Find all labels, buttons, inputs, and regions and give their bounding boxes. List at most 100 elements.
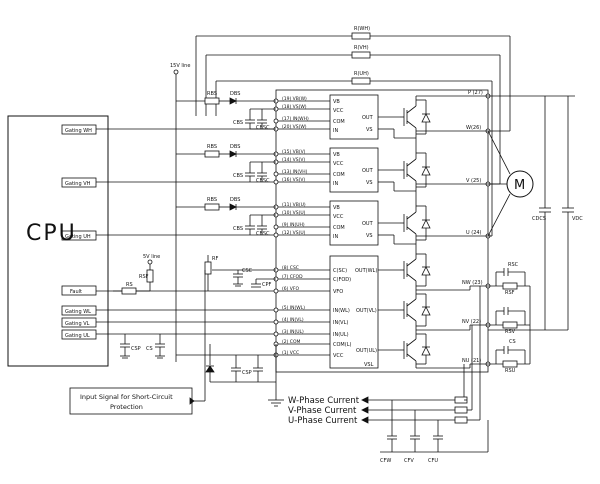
svg-text:NU (21): NU (21) xyxy=(462,358,481,364)
svg-text:(10) VS(U): (10) VS(U) xyxy=(282,210,306,216)
cfu-label: CFU xyxy=(428,458,438,464)
svg-text:(15) VB(V): (15) VB(V) xyxy=(282,149,306,155)
svg-text:VFO: VFO xyxy=(333,289,343,295)
rsf-left-label: RSF xyxy=(139,274,149,280)
svg-text:P (27): P (27) xyxy=(468,90,483,96)
shunt-network xyxy=(463,268,531,420)
gating-uh-label: Gating UH xyxy=(65,234,91,240)
cpu-block xyxy=(7,115,109,367)
cbs3-label: CBS xyxy=(233,226,243,232)
rsv-label: RSV xyxy=(505,329,516,335)
igbt-stack xyxy=(400,96,431,368)
fault-network xyxy=(113,255,284,407)
svg-text:VSL: VSL xyxy=(364,362,374,368)
cbs1-label: CBS xyxy=(233,120,243,126)
gating-vl-box xyxy=(61,317,97,328)
svg-text:IN: IN xyxy=(333,181,338,187)
igbt-wl xyxy=(400,250,431,290)
svg-text:(11) VB(U): (11) VB(U) xyxy=(282,202,306,208)
svg-text:(3) IN(UL): (3) IN(UL) xyxy=(282,329,304,335)
svg-text:(17) IN(WH): (17) IN(WH) xyxy=(282,116,309,122)
svg-text:OUT(VL): OUT(VL) xyxy=(356,308,377,314)
cdcs-label: CDCS xyxy=(532,216,546,222)
input-signal-line2: Protection xyxy=(110,403,143,411)
left-pin-stubs xyxy=(276,100,330,356)
igbt-uh xyxy=(400,202,431,244)
gating-ul-box xyxy=(61,329,97,340)
bootstrap-caps xyxy=(245,108,276,235)
csc-label: CSC xyxy=(242,268,253,274)
svg-text:U (24): U (24) xyxy=(466,230,482,236)
current-outputs xyxy=(361,396,489,453)
svg-text:(16) VS(V): (16) VS(V) xyxy=(282,177,305,183)
svg-text:IN: IN xyxy=(333,128,338,134)
v-phase-current: V-Phase Current xyxy=(288,406,357,416)
svg-text:OUT: OUT xyxy=(362,168,374,174)
svg-text:(2) COM: (2) COM xyxy=(282,339,300,345)
line-15v-label: 15V line xyxy=(170,63,190,69)
cpf-label: CPF xyxy=(262,282,272,288)
gating-wl-label: Gating WL xyxy=(65,309,91,315)
rbs2-label: RBS xyxy=(207,144,217,150)
svg-text:(6) VFO: (6) VFO xyxy=(282,286,299,292)
gating-ul-label: Gating UL xyxy=(65,333,90,339)
svg-text:(7) CFOD: (7) CFOD xyxy=(282,274,303,280)
svg-text:VS: VS xyxy=(366,180,373,186)
line-15v xyxy=(173,69,276,362)
w-phase-current: W-Phase Current xyxy=(288,396,360,406)
feedback-loops xyxy=(195,32,511,237)
igbt-wh xyxy=(400,96,431,138)
svg-text:COM: COM xyxy=(333,119,345,125)
svg-text:VCC: VCC xyxy=(333,214,344,220)
svg-text:C(FOD): C(FOD) xyxy=(333,277,351,283)
u-phase-current: U-Phase Current xyxy=(288,416,358,426)
cs-right-label: CS xyxy=(509,339,516,345)
svg-text:COM: COM xyxy=(333,172,345,178)
cfw-label: CFW xyxy=(380,458,391,464)
svg-text:W(26): W(26) xyxy=(466,125,481,131)
rs-label: RS xyxy=(126,282,133,288)
svg-text:VB: VB xyxy=(333,152,340,158)
rsu-label: RSU xyxy=(505,368,516,374)
dbs2-label: DBS xyxy=(230,144,240,150)
input-signal-line1: Input Signal for Short-Circuit xyxy=(80,393,173,401)
svg-text:IN(WL): IN(WL) xyxy=(333,308,350,314)
svg-text:NV (22): NV (22) xyxy=(462,319,481,325)
vdc-label: VDC xyxy=(572,216,583,222)
svg-text:(19) VB(W): (19) VB(W) xyxy=(282,96,307,102)
rsc-label-w: RSC xyxy=(508,262,519,268)
svg-text:(4) IN(VL): (4) IN(VL) xyxy=(282,317,304,323)
svg-text:VS: VS xyxy=(366,127,373,133)
svg-text:OUT(UL): OUT(UL) xyxy=(356,348,377,354)
cbsc3-label: CBSC xyxy=(256,231,270,237)
cbs2-label: CBS xyxy=(233,173,243,179)
svg-text:IN(VL): IN(VL) xyxy=(333,320,348,326)
lvic xyxy=(329,255,379,369)
cs-label: CS xyxy=(146,346,153,352)
igbt-vl xyxy=(400,290,431,330)
svg-text:VB: VB xyxy=(333,205,340,211)
svg-text:COM(L): COM(L) xyxy=(333,342,351,348)
svg-text:(9) IN(UH): (9) IN(UH) xyxy=(282,222,305,228)
gating-vl-label: Gating VL xyxy=(65,321,90,327)
svg-text:VCC: VCC xyxy=(333,161,344,167)
gating-wh-label: Gating WH xyxy=(65,128,92,134)
cfv-label: CFV xyxy=(404,458,414,464)
svg-text:VB: VB xyxy=(333,99,340,105)
svg-text:IN(UL): IN(UL) xyxy=(333,332,349,338)
svg-text:OUT(WL): OUT(WL) xyxy=(355,268,377,274)
cpu-title: CPU xyxy=(26,221,77,246)
gating-vh-box xyxy=(61,177,97,188)
dbs3-label: DBS xyxy=(230,197,240,203)
gating-uh-box xyxy=(61,230,97,241)
gating-wl-box xyxy=(61,305,97,316)
dbs1-label: DBS xyxy=(230,91,240,97)
r-uh-label: R(UH) xyxy=(354,71,369,77)
svg-text:VS: VS xyxy=(366,233,373,239)
r-vh-label: R(VH) xyxy=(354,45,369,51)
svg-text:NW (23): NW (23) xyxy=(462,280,483,286)
svg-text:V (25): V (25) xyxy=(466,178,481,184)
line-5v-label: 5V line xyxy=(143,254,160,260)
motor-label: M xyxy=(514,178,525,193)
rsw-label: RSF xyxy=(505,290,515,296)
